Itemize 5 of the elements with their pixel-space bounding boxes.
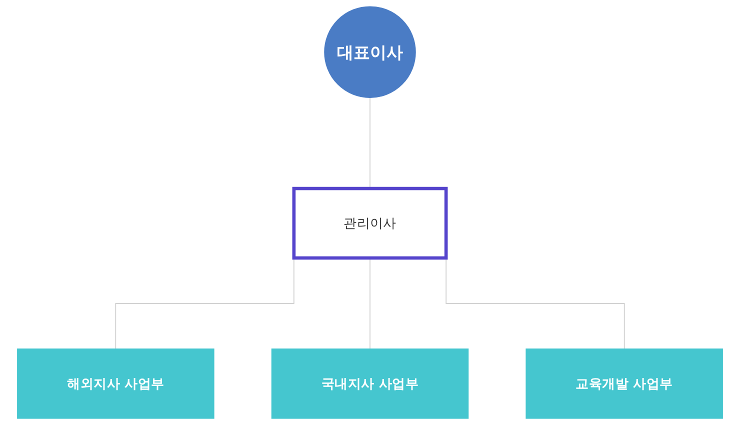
node-box: 해외지사 사업부 — [17, 348, 214, 419]
node-box: 교육개발 사업부 — [526, 348, 723, 419]
node-circle: 대표이사 — [324, 6, 416, 98]
node-box: 관리이사 — [292, 186, 448, 260]
node-box: 국내지사 사업부 — [271, 348, 469, 419]
